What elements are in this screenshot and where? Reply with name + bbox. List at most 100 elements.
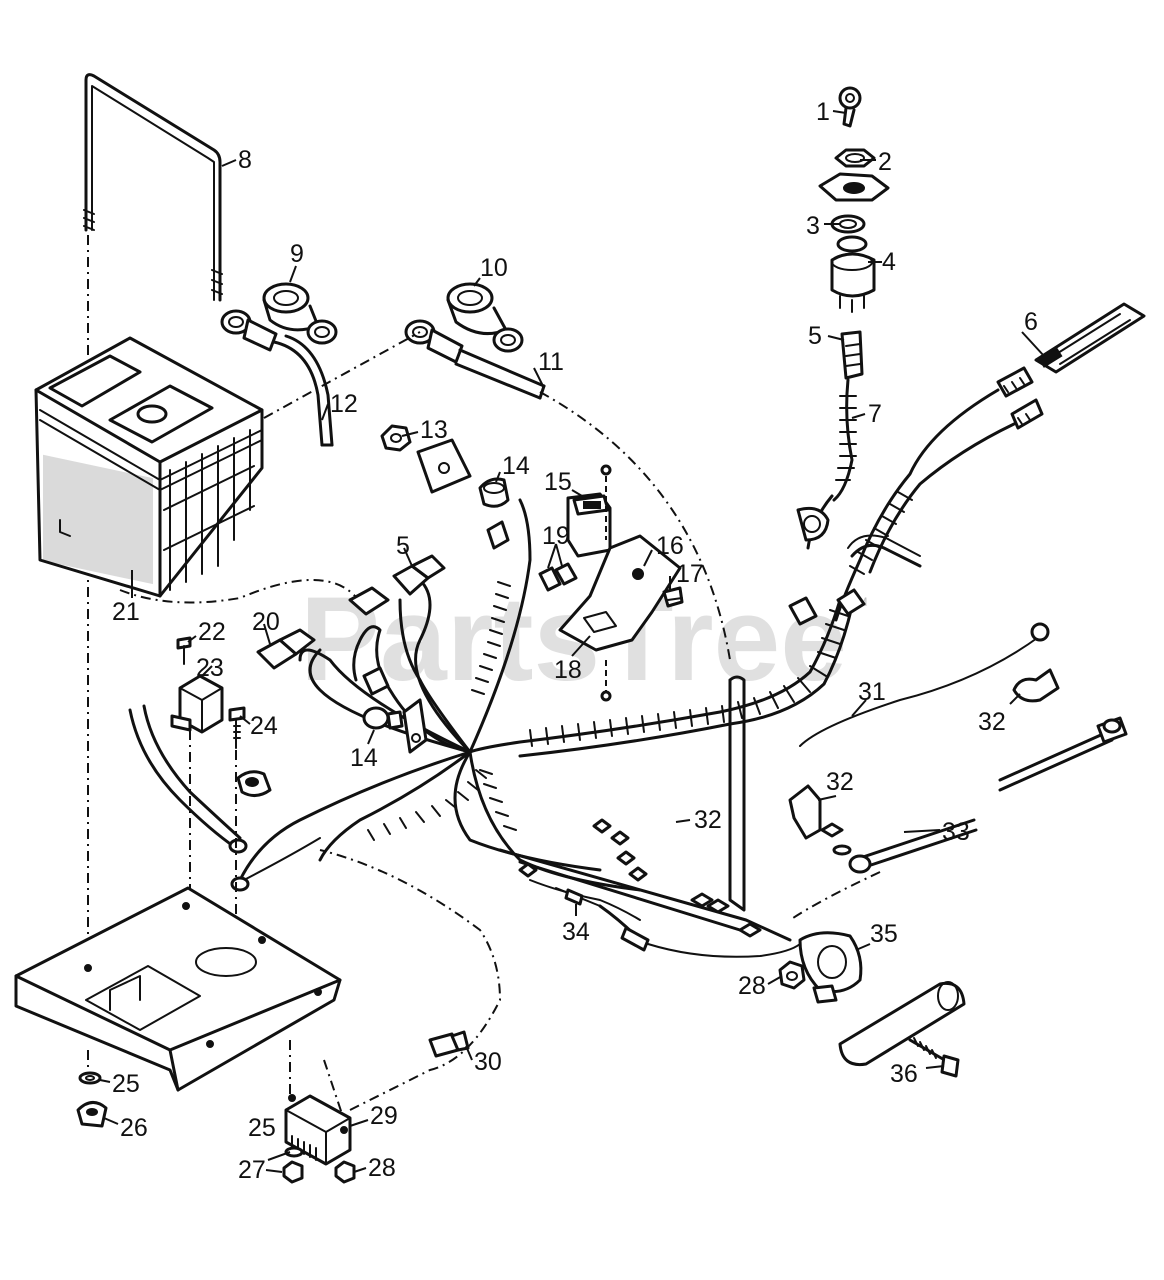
callout-33: 33 (942, 818, 970, 846)
callout-28-right: 28 (738, 972, 766, 1000)
tube (838, 981, 966, 1067)
nut-27 (282, 1160, 304, 1184)
switch-14-bottom (362, 698, 428, 754)
ground-routing (789, 871, 881, 921)
switch-14-top (478, 477, 510, 508)
callout-6: 6 (1024, 308, 1038, 336)
ignition-switch (830, 235, 876, 313)
connector-5-mid (392, 554, 446, 596)
screw-top-15 (600, 464, 612, 702)
callout-32-right: 32 (978, 708, 1006, 736)
washer-25-right (284, 1146, 304, 1158)
diode (555, 887, 801, 958)
battery-cable-short (220, 309, 334, 447)
callout-12: 12 (330, 390, 358, 418)
callout-14-bottom: 14 (350, 744, 378, 772)
nut-13 (380, 424, 412, 452)
switch-connector (840, 330, 864, 380)
callout-4: 4 (882, 248, 896, 276)
callout-14-top: 14 (502, 452, 530, 480)
callout-25-left: 25 (112, 1070, 140, 1098)
callout-1: 1 (816, 98, 830, 126)
switch-35 (798, 931, 863, 1004)
callout-36: 36 (890, 1060, 918, 1088)
callout-29: 29 (370, 1102, 398, 1130)
screw-17 (662, 586, 684, 608)
callout-16: 16 (656, 532, 684, 560)
cable-tie (847, 534, 922, 568)
callout-18: 18 (554, 656, 582, 684)
hour-meter (566, 492, 612, 558)
callout-23: 23 (196, 654, 224, 682)
ignition-key (838, 86, 862, 128)
cable-routing-line-2 (539, 391, 731, 661)
callout-26: 26 (120, 1114, 148, 1142)
negative-cable-boot (446, 282, 524, 353)
cable-routing-line-3 (119, 579, 361, 604)
regulator-routing (319, 849, 502, 1111)
callout-leaders (99, 110, 1045, 1173)
nut-28-right (778, 960, 806, 990)
battery (34, 336, 264, 598)
terminal-boot-32-right (1012, 668, 1060, 703)
positive-cable-boot (262, 282, 338, 345)
connector-small (362, 520, 510, 696)
terminals-19 (538, 562, 578, 592)
plate-13 (416, 438, 472, 494)
ground-cable-right (998, 716, 1128, 792)
harness-clip (796, 506, 830, 542)
callout-35: 35 (870, 920, 898, 948)
bolt-24 (228, 706, 246, 749)
callout-5-mid: 5 (396, 532, 410, 560)
callout-20: 20 (252, 608, 280, 636)
harness-lower-run (498, 848, 792, 942)
nut-28-left (334, 1160, 356, 1184)
callout-30: 30 (474, 1048, 502, 1076)
callout-11: 11 (538, 348, 564, 376)
connector-30 (428, 1030, 470, 1058)
ground-lead-long (799, 622, 1050, 747)
callout-22: 22 (198, 618, 226, 646)
starter-solenoid (170, 674, 224, 734)
tray-routing-3 (323, 1059, 345, 1121)
main-harness-trunk (468, 388, 1016, 758)
switch-nut (834, 148, 876, 168)
callout-21: 21 (112, 598, 140, 626)
callout-31: 31 (858, 678, 886, 706)
callout-19: 19 (542, 522, 570, 550)
callout-2: 2 (878, 148, 892, 176)
callout-27: 27 (238, 1156, 266, 1184)
callout-9: 9 (290, 240, 304, 268)
seat-switch (1034, 302, 1146, 374)
callout-10: 10 (480, 254, 508, 282)
terminal-boot-32-mid (788, 784, 822, 840)
harness-nuts (518, 818, 648, 882)
battery-hold-down-rod (83, 73, 223, 965)
battery-tray (14, 886, 342, 1092)
ground-connector-left (236, 770, 272, 797)
harness-rod (728, 675, 746, 912)
callout-34: 34 (562, 918, 590, 946)
callout-17: 17 (676, 560, 704, 588)
callout-7: 7 (868, 400, 882, 428)
callout-8: 8 (238, 146, 252, 174)
callout-32-mid: 32 (826, 768, 854, 796)
callout-labels: 1 2 3 4 5 5 6 7 8 9 10 11 12 13 14 14 15… (112, 98, 1038, 1184)
nut-26 (76, 1101, 108, 1128)
callout-24: 24 (250, 712, 278, 740)
callout-5-top: 5 (808, 322, 822, 350)
connector-20 (256, 586, 390, 670)
ground-cable-33 (820, 818, 978, 874)
ground-wire-left (128, 704, 321, 892)
callout-28-left: 28 (368, 1154, 396, 1182)
mounting-bracket (558, 534, 682, 652)
voltage-regulator (284, 1094, 352, 1166)
cable-routing-line (263, 331, 421, 419)
seat-switch-connectors (996, 366, 1044, 430)
callout-25-right: 25 (248, 1114, 276, 1142)
switch-plate (818, 172, 890, 202)
washer-25-left (78, 1071, 102, 1085)
bolt-22 (176, 636, 192, 665)
callout-3: 3 (806, 212, 820, 240)
